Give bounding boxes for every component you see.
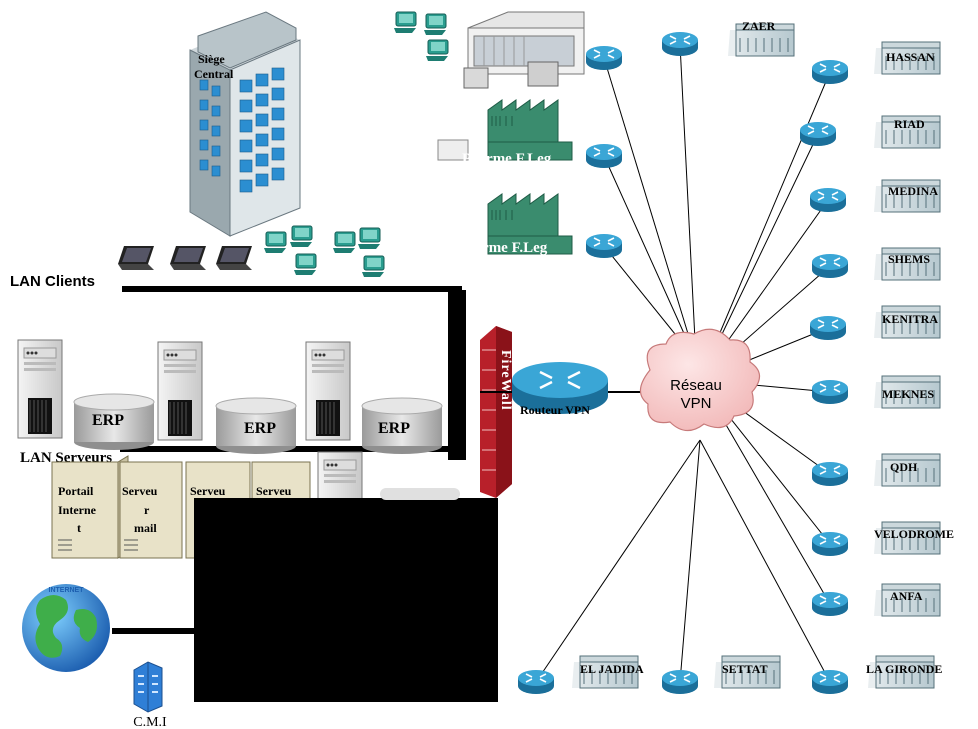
platform-rabat-line-1: P.forme F.Leg bbox=[462, 151, 552, 167]
hq-label-1: Siège bbox=[198, 52, 225, 66]
site-label-kenitra: KENITRA bbox=[882, 312, 938, 326]
router-icon bbox=[811, 669, 849, 695]
site-label-zaer: ZAER bbox=[742, 19, 776, 33]
lan-clients-bus bbox=[122, 286, 462, 292]
server-1-line-3: t bbox=[77, 521, 81, 535]
router-icon bbox=[809, 187, 847, 213]
router-icon bbox=[811, 253, 849, 279]
router-icon bbox=[799, 121, 837, 147]
site-label-el-jadida: EL JADIDA bbox=[580, 662, 644, 676]
server-tower-icon bbox=[157, 341, 203, 441]
platform-casa-line-2: Casa bbox=[494, 260, 526, 276]
router-icon bbox=[585, 143, 623, 169]
server-block: Serveu r mail bbox=[119, 461, 183, 559]
pc-icon bbox=[361, 255, 385, 278]
firewall-icon: FireWall bbox=[480, 326, 513, 498]
platform-casa-line-1: P.forme F.Leg bbox=[458, 240, 548, 256]
server-3-line-1: Serveu bbox=[190, 484, 226, 498]
cmi-building-icon: C.M.I bbox=[133, 661, 167, 729]
router-icon bbox=[811, 591, 849, 617]
router-icon bbox=[811, 461, 849, 487]
redacted-block bbox=[194, 498, 498, 702]
lan-clients-group: LAN Clients bbox=[10, 225, 385, 290]
lan-clients-label: LAN Clients bbox=[10, 273, 95, 290]
server-tower-icon bbox=[17, 339, 63, 439]
router-icon bbox=[661, 31, 699, 57]
vpn-nodes: ZAER HASSAN RIAD MEDINA SHEMS KENITRA MEKNES QD… bbox=[517, 19, 954, 695]
site-label-meknes: MEKNES bbox=[882, 387, 934, 401]
platform-rabat: P.forme F.Leg Rabat bbox=[437, 99, 573, 186]
router-icon bbox=[809, 315, 847, 341]
router-icon bbox=[585, 233, 623, 259]
hq-label-2: Central bbox=[194, 67, 234, 81]
server-2-line-2: r bbox=[144, 503, 150, 517]
laptop-icon bbox=[118, 246, 154, 270]
server-4-line-1: Serveu bbox=[256, 484, 292, 498]
erp-label-1: ERP bbox=[92, 412, 124, 429]
vpn-cloud-label-1: Réseau bbox=[670, 377, 722, 394]
site-label-shems: SHEMS bbox=[888, 252, 930, 266]
disk-icon bbox=[380, 488, 460, 500]
laptop-icon bbox=[170, 246, 206, 270]
erp-label-3: ERP bbox=[378, 420, 410, 437]
site-label-anfa: ANFA bbox=[890, 589, 923, 603]
server-tower-icon bbox=[305, 341, 351, 441]
warehouse-icon bbox=[393, 11, 585, 89]
router-icon bbox=[811, 379, 849, 405]
site-label-riad: RIAD bbox=[894, 117, 925, 131]
router-icon bbox=[811, 531, 849, 557]
pc-icon bbox=[293, 253, 317, 276]
site-label-medina: MEDINA bbox=[888, 184, 938, 198]
server-1-line-2: Interne bbox=[58, 503, 97, 517]
vpn-cloud-icon: Réseau VPN bbox=[639, 328, 761, 432]
pc-icon bbox=[263, 231, 287, 254]
site-label-hassan: HASSAN bbox=[886, 50, 935, 64]
hq-building: Siège Central bbox=[189, 11, 301, 237]
site-label-settat: SETTAT bbox=[722, 662, 768, 676]
platform-casa: P.forme F.Leg Casa bbox=[458, 193, 573, 276]
router-icon bbox=[661, 669, 699, 695]
lan-backbone bbox=[448, 290, 466, 460]
vpn-router-label: Routeur VPN bbox=[520, 403, 590, 417]
vpn-cloud-label-2: VPN bbox=[681, 395, 712, 412]
platform-rabat-line-2: Rabat bbox=[494, 170, 533, 186]
erp-label-2: ERP bbox=[244, 420, 276, 437]
site-label-velodrome: VELODROME bbox=[874, 527, 954, 541]
firewall-label: FireWall bbox=[498, 350, 513, 411]
router-icon bbox=[517, 669, 555, 695]
pc-icon bbox=[289, 225, 313, 248]
cmi-label: C.M.I bbox=[133, 715, 167, 729]
server-2-line-3: mail bbox=[134, 521, 157, 535]
vpn-router-icon: Routeur VPN bbox=[512, 362, 608, 417]
laptop-icon bbox=[216, 246, 252, 270]
server-1-line-1: Portail bbox=[58, 484, 94, 498]
pc-icon bbox=[332, 231, 356, 254]
router-icon bbox=[811, 59, 849, 85]
server-2-line-1: Serveu bbox=[122, 484, 158, 498]
pc-icon bbox=[357, 227, 381, 250]
internet-globe-icon: INTERNET bbox=[22, 584, 202, 672]
site-label-qdh: QDH bbox=[890, 460, 918, 474]
internet-label: INTERNET bbox=[49, 587, 85, 594]
server-block: Portail Interne t bbox=[51, 455, 129, 559]
site-label-la-gironde: LA GIRONDE bbox=[866, 662, 942, 676]
router-icon bbox=[585, 45, 623, 71]
